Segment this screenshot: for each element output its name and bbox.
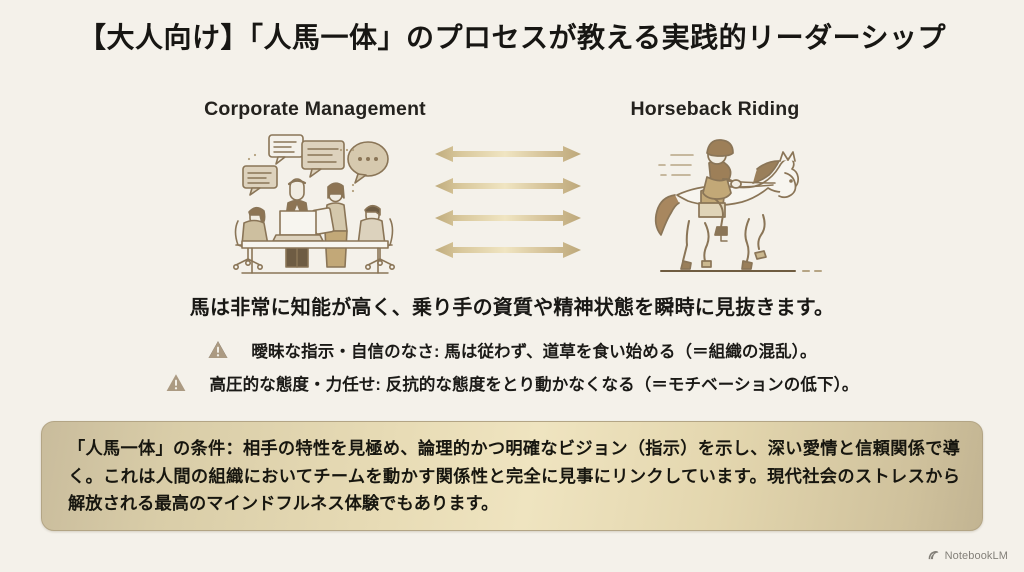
conclusion-callout-box: 「人馬一体」の条件：相手の特性を見極め、論理的かつ明確なビジョン（指示）を示し、… (41, 421, 983, 531)
business-meeting-illustration (228, 133, 400, 281)
list-item-label: 高圧的な態度・力任せ: 反抗的な態度をとり動かなくなる（＝モチベーションの低下）… (209, 375, 859, 394)
left-column-heading: Corporate Management (204, 98, 426, 120)
notebooklm-label: NotebookLM (944, 549, 1008, 562)
notebooklm-watermark: NotebookLM (927, 549, 1008, 562)
notebooklm-logo-icon (927, 549, 940, 562)
list-item: 高圧的な態度・力任せ: 反抗的な態度をとり動かなくなる（＝モチベーションの低下）… (0, 366, 1024, 399)
horseback-rider-illustration (645, 133, 830, 281)
double-headed-arrow-group (413, 146, 603, 264)
warning-triangle-icon (165, 372, 187, 394)
lead-statement: 馬は非常に知能が高く、乗り手の資質や精神状態を瞬時に見抜きます。 (189, 297, 835, 319)
list-item: 曖昧な指示・自信のなさ: 馬は従わず、道草を食い始める（＝組織の混乱）。 (0, 333, 1024, 366)
warning-triangle-icon (207, 339, 229, 361)
conclusion-callout-text: 「人馬一体」の条件：相手の特性を見極め、論理的かつ明確なビジョン（指示）を示し、… (68, 437, 960, 514)
warning-bullet-list: 曖昧な指示・自信のなさ: 馬は従わず、道草を食い始める（＝組織の混乱）。 高圧的… (0, 333, 1024, 399)
page-title: 【大人向け】「人馬一体」のプロセスが教える実践的リーダーシップ (77, 22, 947, 53)
list-item-label: 曖昧な指示・自信のなさ: 馬は従わず、道草を食い始める（＝組織の混乱）。 (251, 342, 817, 361)
right-column-heading: Horseback Riding (630, 98, 800, 120)
